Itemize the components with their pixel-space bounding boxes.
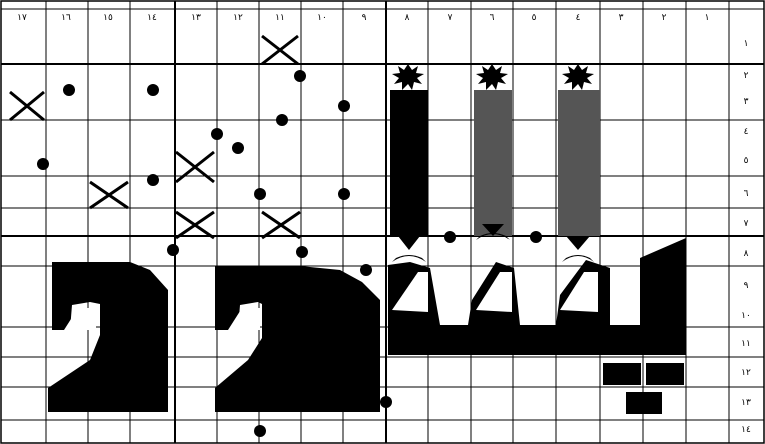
starbursts — [392, 64, 594, 90]
dot-marker-icon — [147, 84, 159, 96]
col-label: ٣ — [619, 13, 624, 23]
stems — [390, 90, 600, 236]
row-label: ١٤ — [741, 425, 751, 435]
dot-marker-icon — [338, 100, 350, 112]
row-label: ٢ — [744, 71, 749, 81]
row-label: ٣ — [744, 97, 749, 107]
cross-mark-icon — [10, 92, 44, 120]
dot-marker-icon — [211, 128, 223, 140]
row-label: ٦ — [744, 189, 749, 199]
col-label: ١٢ — [233, 13, 243, 23]
row-label: ٧ — [744, 219, 749, 229]
dot-marker-icon — [530, 231, 542, 243]
square-dot — [646, 363, 684, 385]
letter-waw-left — [48, 262, 168, 412]
cross-mark-icon — [262, 212, 300, 238]
cross-mark-icon — [262, 36, 298, 64]
row-label: ١٢ — [741, 368, 751, 378]
row-label: ٨ — [744, 249, 749, 259]
dot-marker-icon — [254, 188, 266, 200]
cross-mark-icon — [90, 182, 128, 208]
dot-marker-icon — [63, 84, 75, 96]
stem-black — [390, 90, 428, 236]
square-dot — [626, 392, 662, 414]
row-label: ١٣ — [741, 398, 751, 408]
col-label: ١٤ — [147, 13, 157, 23]
dot-marker-icon — [360, 264, 372, 276]
row-label: ٥ — [744, 156, 749, 166]
col-label: ٧ — [448, 13, 453, 23]
dot-marker-icon — [232, 142, 244, 154]
cross-mark-icon — [176, 152, 214, 182]
col-label: ١٥ — [103, 13, 113, 23]
col-label: ١٧ — [17, 13, 27, 23]
starburst-icon — [562, 64, 594, 90]
dot-marker-icon — [338, 188, 350, 200]
dot-marker-icon — [380, 396, 392, 408]
col-label: ١٣ — [191, 13, 201, 23]
dot-marker-icon — [296, 246, 308, 258]
col-label: ١ — [705, 13, 710, 23]
dot-marker-icon — [254, 425, 266, 437]
row-label: ١١ — [741, 339, 751, 349]
col-label: ٦ — [490, 13, 495, 23]
dot-marker-icon — [444, 231, 456, 243]
row-label: ٩ — [744, 281, 749, 291]
letter-waw-middle — [215, 266, 380, 412]
dot-marker-icon — [37, 158, 49, 170]
col-label: ٤ — [576, 13, 581, 23]
row-label: ١ — [744, 39, 749, 49]
stem-grey-2 — [558, 90, 600, 236]
col-label: ٨ — [405, 13, 410, 23]
col-label: ٢ — [662, 13, 667, 23]
col-label: ٥ — [532, 13, 537, 23]
column-labels: ١٧ ١٦ ١٥ ١٤ ١٣ ١٢ ١١ ١٠ ٩ ٨ ٧ ٦ ٥ ٤ ٣ ٢ … — [17, 13, 709, 23]
col-label: ١٦ — [61, 13, 71, 23]
col-label: ٩ — [362, 13, 367, 23]
col-label: ١١ — [275, 13, 285, 23]
starburst-icon — [476, 64, 508, 90]
stem-grey-1 — [474, 90, 512, 236]
dot-marker-icon — [276, 114, 288, 126]
dot-marker-icon — [147, 174, 159, 186]
letter-seen-teeth — [388, 238, 686, 355]
square-dot — [603, 363, 641, 385]
col-label: ١٠ — [317, 13, 327, 23]
cross-mark-icon — [176, 212, 214, 238]
dot-marker-icon — [167, 244, 179, 256]
row-label: ٤ — [744, 127, 749, 137]
dot-marker-icon — [294, 70, 306, 82]
starburst-icon — [392, 64, 424, 90]
row-label: ١٠ — [741, 311, 751, 321]
